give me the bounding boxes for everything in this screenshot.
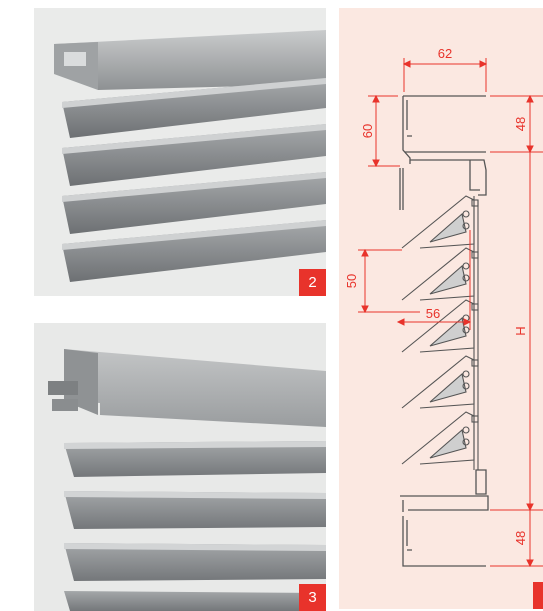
section-profile <box>399 95 489 567</box>
louvre-section-drawing: 62 60 48 50 56 H 48 <box>339 8 543 609</box>
dimension-label-top-height: 60 <box>360 124 375 138</box>
dimension-label-width: 62 <box>438 46 452 61</box>
dimension-label-blade-depth: 56 <box>426 306 440 321</box>
louvre-blades <box>401 195 479 470</box>
technical-drawing-panel: 62 60 48 50 56 H 48 <box>339 8 543 609</box>
profile-photo-bottom: 3 <box>34 323 326 611</box>
photo-number-badge: 3 <box>299 584 326 611</box>
dimension-label-bottom-frame: 48 <box>513 531 528 545</box>
dimension-lines <box>358 58 543 568</box>
profile-photo-top: 2 <box>34 8 326 296</box>
louvre-profile-closeup-image <box>54 30 326 282</box>
photo-number-badge: 2 <box>299 269 326 296</box>
dimension-label-overall-height: H <box>513 326 528 335</box>
dimension-label-top-frame: 48 <box>513 117 528 131</box>
louvre-profile-detail-image <box>48 349 326 611</box>
accent-tab <box>533 582 543 609</box>
dimension-label-pitch: 50 <box>344 274 359 288</box>
